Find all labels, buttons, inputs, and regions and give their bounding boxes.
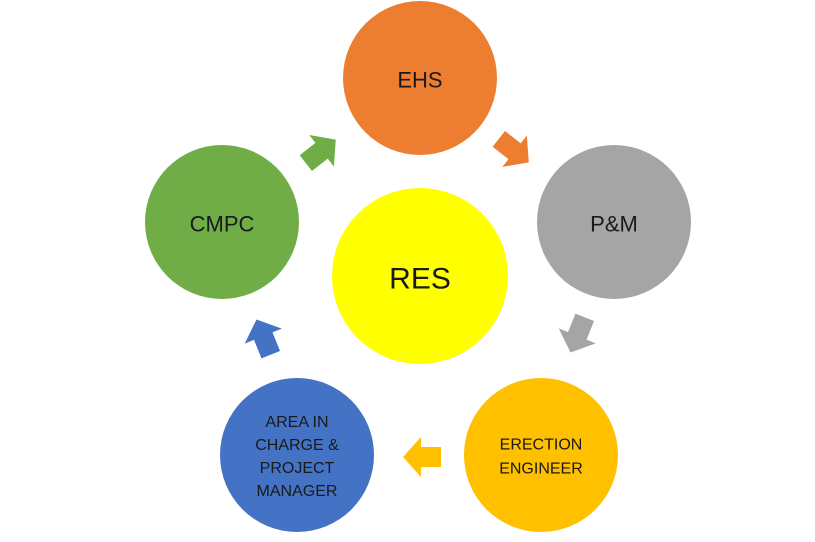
- arrow-pm-to-erection-engineer-icon: [558, 313, 596, 353]
- node-circle-ehs: [343, 1, 497, 155]
- arrow-area-in-charge-project-manager-to-cmpc-icon: [244, 319, 282, 359]
- arrow-cmpc-to-ehs-icon: [299, 135, 336, 171]
- node-label-area-in-charge-project-manager-line-1: AREA IN: [265, 414, 328, 431]
- node-label-erection-engineer-line-2: ENGINEER: [499, 461, 583, 478]
- node-ehs: EHS: [343, 1, 497, 155]
- node-label-erection-engineer-line-1: ERECTION: [500, 437, 583, 454]
- node-circle-area-in-charge-project-manager: [220, 378, 374, 532]
- node-area-in-charge-project-manager: AREA IN CHARGE & PROJECT MANAGER: [220, 378, 374, 532]
- node-circle-cmpc: [145, 145, 299, 299]
- node-circle-erection-engineer: [464, 378, 618, 532]
- node-label-area-in-charge-project-manager-line-3: PROJECT: [260, 460, 335, 477]
- arrows: [244, 131, 596, 477]
- node-label-pm-line-1: P&M: [590, 212, 638, 237]
- center-circle: [332, 188, 508, 364]
- node-label-area-in-charge-project-manager-line-2: CHARGE &: [255, 437, 339, 454]
- arrow-ehs-to-pm-icon: [492, 131, 529, 167]
- node-erection-engineer: ERECTION ENGINEER: [464, 378, 618, 532]
- node-circle-pm: [537, 145, 691, 299]
- center-node: RES: [332, 188, 508, 364]
- node-cmpc: CMPC: [145, 145, 299, 299]
- nodes: EHS P&M ERECTION ENGINEER AREA IN CHARGE & PRO…: [145, 1, 691, 532]
- center-label: RES: [389, 263, 451, 296]
- arrow-erection-engineer-to-area-in-charge-project-manager-icon: [403, 437, 441, 477]
- node-pm: P&M: [537, 145, 691, 299]
- node-label-cmpc-line-1: CMPC: [190, 212, 255, 237]
- node-label-ehs-line-1: EHS: [397, 68, 442, 93]
- node-label-area-in-charge-project-manager-line-4: MANAGER: [257, 483, 338, 500]
